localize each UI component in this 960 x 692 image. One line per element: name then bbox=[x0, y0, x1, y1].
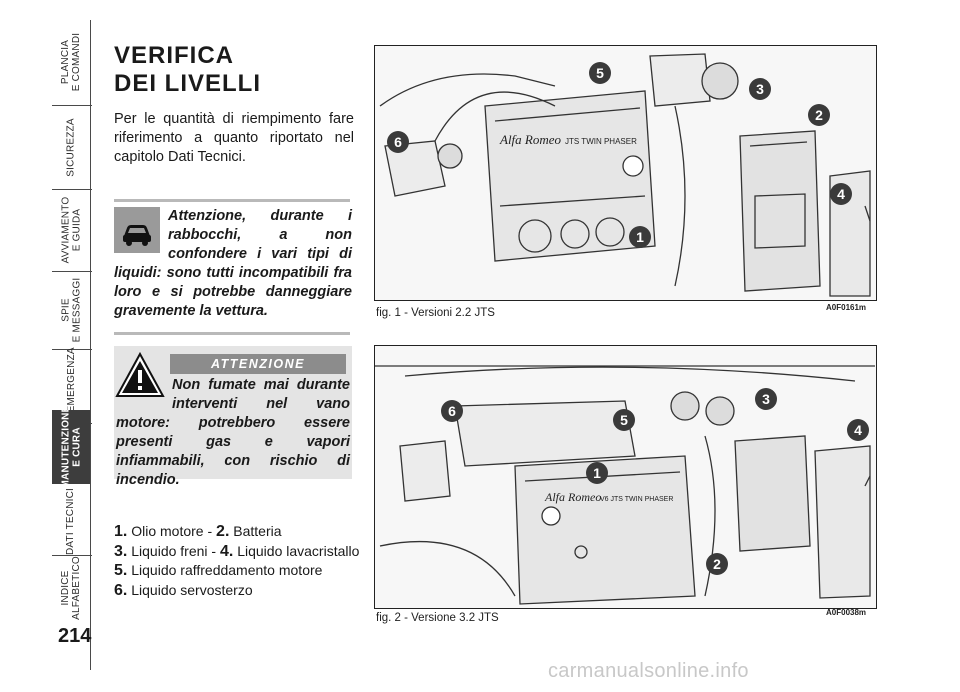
tab-label: DATI TECNICI bbox=[65, 487, 77, 555]
watermark: carmanualsonline.info bbox=[548, 660, 749, 682]
tab-label: PLANCIA E COMANDI bbox=[60, 32, 83, 92]
callout-1: 1 bbox=[586, 462, 608, 484]
attention-box: ATTENZIONE Non fumate mai durante interv… bbox=[114, 346, 352, 488]
engine-figure-1: Alfa Romeo JTS TWIN PHASER 1 2 3 4 5 6 bbox=[374, 45, 877, 301]
figure-1-caption: fig. 1 - Versioni 2.2 JTS bbox=[376, 307, 495, 319]
page-number: 214 bbox=[58, 625, 92, 647]
figure-1-code: A0F0161m bbox=[826, 303, 867, 312]
warning-text: Attenzione, durante i rabbocchi, a non c… bbox=[114, 208, 352, 319]
legend-line: 1. Olio motore - 2. Batteria bbox=[114, 523, 282, 540]
brand-text: Alfa Romeo bbox=[499, 132, 562, 147]
fluid-warning: Attenzione, durante i rabbocchi, a non c… bbox=[114, 207, 352, 321]
legend-line: 5. Liquido raffreddamento motore bbox=[114, 562, 323, 579]
tab-label: INDICE ALFABETICO bbox=[60, 556, 82, 620]
attention-banner: ATTENZIONE bbox=[170, 354, 346, 374]
figure-2-code: A0F0038m bbox=[826, 608, 867, 617]
tab-indice-alfabetico[interactable]: INDICE ALFABETICO bbox=[52, 556, 90, 620]
engine-figure-2: Alfa Romeo V6 JTS TWIN PHASER 1 2 3 4 5 … bbox=[374, 345, 877, 609]
tab-sicurezza[interactable]: SICUREZZA bbox=[52, 108, 92, 190]
component-legend: 1. Olio motore - 2. Batteria 3. Liquido … bbox=[114, 522, 359, 600]
callout-6: 6 bbox=[441, 400, 463, 422]
engine-cover-text: V6 JTS TWIN PHASER bbox=[600, 496, 673, 503]
legend-line: 3. Liquido freni - 4. Liquido lavacrista… bbox=[114, 542, 360, 560]
tab-plancia-e-comandi[interactable]: PLANCIA E COMANDI bbox=[52, 22, 92, 106]
title-line-1: VERIFICA bbox=[114, 42, 235, 69]
callout-4: 4 bbox=[847, 419, 869, 441]
engine-bay-illustration: Alfa Romeo V6 JTS TWIN PHASER bbox=[375, 365, 875, 605]
attention-text: Non fumate mai durante interventi nel va… bbox=[116, 377, 350, 488]
chapter-sidebar: PLANCIA E COMANDI SICUREZZA AVVIAMENTO E… bbox=[0, 0, 100, 692]
figure-2-caption: fig. 2 - Versione 3.2 JTS bbox=[376, 612, 499, 624]
callout-1: 1 bbox=[629, 226, 651, 248]
callout-3: 3 bbox=[749, 78, 771, 100]
tab-label: AVVIAMENTO E GUIDA bbox=[60, 196, 82, 264]
callout-3: 3 bbox=[755, 388, 777, 410]
section-divider bbox=[114, 199, 350, 202]
brand-text: Alfa Romeo bbox=[544, 490, 601, 504]
page-title: VERIFICA DEI LIVELLI bbox=[114, 42, 261, 98]
tab-label: SICUREZZA bbox=[65, 117, 77, 177]
tab-label: MANUTENZIONE E CURA bbox=[60, 405, 83, 489]
tab-label: SPIE E MESSAGGI bbox=[60, 277, 83, 343]
callout-5: 5 bbox=[589, 62, 611, 84]
tab-spie-e-messaggi[interactable]: SPIE E MESSAGGI bbox=[52, 274, 92, 350]
engine-cover-text: JTS TWIN PHASER bbox=[565, 137, 637, 146]
tab-dati-tecnici[interactable]: DATI TECNICI bbox=[52, 487, 92, 556]
warning-triangle-icon bbox=[114, 350, 166, 400]
tab-manutenzione-e-cura[interactable]: MANUTENZIONE E CURA bbox=[52, 406, 90, 488]
tab-avviamento-e-guida[interactable]: AVVIAMENTO E GUIDA bbox=[52, 192, 92, 272]
callout-6: 6 bbox=[387, 131, 409, 153]
car-hazard-icon bbox=[114, 207, 160, 253]
engine-bay-illustration: Alfa Romeo JTS TWIN PHASER bbox=[379, 53, 871, 297]
section-divider bbox=[114, 332, 350, 335]
sidebar-rule bbox=[90, 20, 91, 670]
intro-paragraph: Per le quantità di riempimento fare rife… bbox=[114, 111, 354, 165]
title-line-2: DEI LIVELLI bbox=[114, 70, 262, 97]
callout-2: 2 bbox=[706, 553, 728, 575]
callout-5: 5 bbox=[613, 409, 635, 431]
callout-2: 2 bbox=[808, 104, 830, 126]
callout-4: 4 bbox=[830, 183, 852, 205]
legend-line: 6. Liquido servosterzo bbox=[114, 581, 253, 599]
